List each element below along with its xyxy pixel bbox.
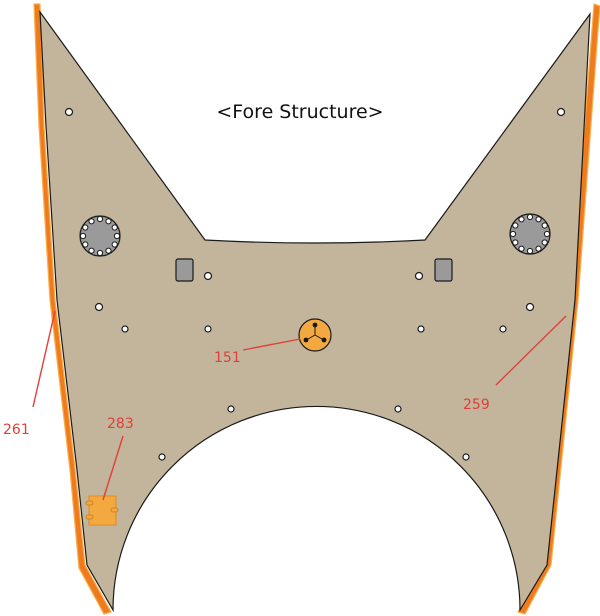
hole [64,107,74,117]
callout-leader-261 [32,310,56,408]
component-283-tab [85,500,94,506]
component-283-tab [110,507,119,513]
callout-label-283: 283 [107,416,134,432]
callout-label-261: 261 [3,422,30,438]
right-port [509,213,551,255]
callout-label-151: 151 [214,350,241,366]
left-port [79,215,121,257]
component-151-hole [321,337,327,343]
left-pad [175,258,194,282]
component-151-spokes [307,327,323,340]
hole [414,271,424,281]
callout-leader-259 [495,315,567,386]
hole [417,325,425,333]
hole [462,453,470,461]
callout-leader-151 [242,338,301,351]
hole [499,325,507,333]
diagram-title: <Fore Structure> [216,101,383,123]
callout-leaders [32,310,567,501]
component-151 [298,318,332,352]
hole [94,302,104,312]
right-port-bolts [509,213,551,255]
hole [525,302,535,312]
hole [158,453,166,461]
component-283 [85,495,119,526]
hole [556,107,566,117]
hole [394,405,402,413]
hole [227,405,235,413]
component-283-tab [85,514,94,520]
callout-label-259: 259 [463,397,490,413]
hole [204,325,212,333]
right-pad [434,258,453,282]
callout-leader-283 [102,435,124,501]
left-port-bolts [79,215,121,257]
hole [203,271,213,281]
fore-structure-plate [39,10,591,613]
component-151-hole [312,322,318,328]
hole [121,325,129,333]
mounting-holes [64,107,566,461]
left-edge-strip [33,3,112,615]
component-151-hole [303,337,309,343]
